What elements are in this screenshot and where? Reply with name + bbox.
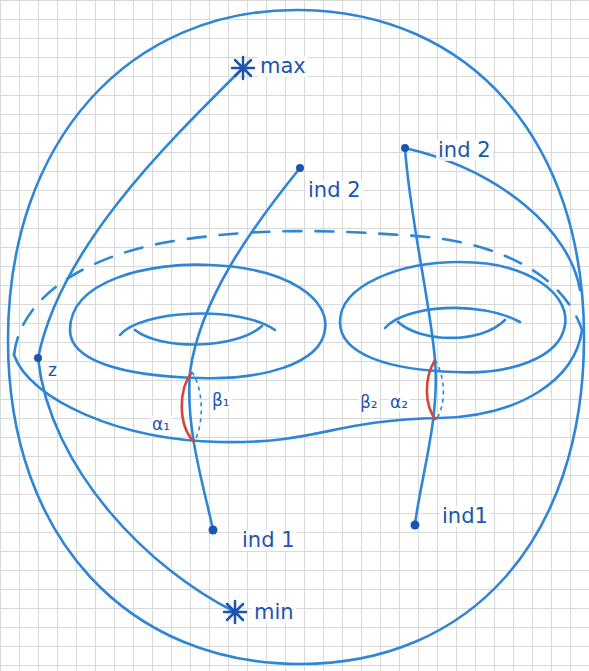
flow-line [405,148,580,290]
left-handle [70,265,325,378]
surface-front-contour [14,330,582,442]
critical-label: min [252,602,296,623]
critical-point [296,164,304,172]
alpha-curve [182,372,194,442]
right-handle [340,262,565,372]
critical-point [209,526,218,535]
flow-line [405,148,436,525]
curve-label: β₁ [210,392,232,409]
critical-point [411,521,420,530]
flow-line [38,358,235,612]
critical-point [401,144,409,152]
index-label: ind1 [440,506,490,527]
index-label: ind 1 [240,530,297,551]
point-label: z [46,362,59,379]
beta-hidden-arc [192,372,201,442]
min-star [224,601,246,623]
base-point [34,354,42,362]
flow-line [189,168,300,530]
right-hole-lower [398,320,505,338]
index-label: ind 2 [306,180,363,201]
alpha-curve [427,360,436,420]
critical-label: max [258,56,308,77]
index-label: ind 2 [436,140,493,161]
curve-label: α₂ [388,394,410,411]
surface-back-contour [14,231,582,355]
outer-sphere [8,10,584,664]
beta-hidden-arc [435,360,443,420]
max-star [232,57,254,79]
curve-label: β₂ [358,394,380,411]
curve-label: α₁ [150,416,172,433]
flow-line [38,68,243,358]
